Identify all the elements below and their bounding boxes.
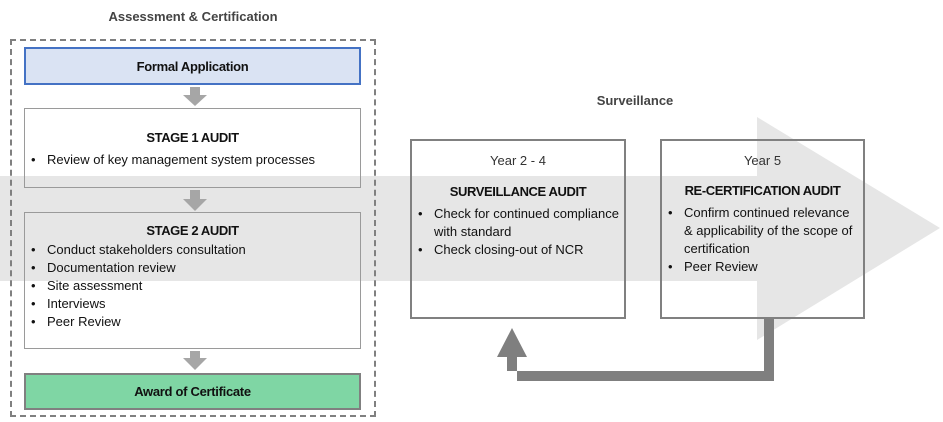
- list-item: Site assessment: [25, 277, 360, 295]
- assessment-frame: [10, 39, 376, 417]
- stage1-list: Review of key management system processe…: [25, 151, 360, 169]
- award-certificate-label: Award of Certificate: [134, 384, 251, 399]
- recertification-audit-title: RE-CERTIFICATION AUDIT: [684, 183, 841, 198]
- list-item: Interviews: [25, 295, 360, 313]
- recertification-audit-box: Year 5 RE-CERTIFICATION AUDIT Confirm co…: [660, 139, 865, 319]
- list-item: Check closing-out of NCR: [412, 241, 620, 259]
- list-item: Conduct stakeholders consultation: [25, 241, 360, 259]
- stage1-title: STAGE 1 AUDIT: [146, 130, 239, 145]
- list-item: Peer Review: [662, 258, 853, 276]
- connector-arrow-1: [183, 87, 207, 106]
- stage1-audit-box: STAGE 1 AUDIT Review of key management s…: [24, 108, 361, 188]
- stage2-title: STAGE 2 AUDIT: [146, 223, 239, 238]
- connector-arrow-2: [183, 190, 207, 211]
- list-item: Confirm continued relevance & applicabil…: [662, 204, 853, 258]
- recertification-period: Year 5: [743, 153, 782, 168]
- formal-application-label: Formal Application: [136, 58, 249, 74]
- list-item: Check for continued compliance with stan…: [412, 205, 620, 241]
- surveillance-audit-box: Year 2 - 4 SURVEILLANCE AUDIT Check for …: [410, 139, 626, 319]
- list-item: Peer Review: [25, 313, 360, 331]
- assessment-section-title: Assessment & Certification: [108, 9, 278, 24]
- surveillance-section-title: Surveillance: [596, 93, 674, 108]
- surveillance-audit-title: SURVEILLANCE AUDIT: [449, 184, 587, 199]
- stage2-list: Conduct stakeholders consultation Docume…: [25, 241, 360, 331]
- list-item: Review of key management system processe…: [25, 151, 360, 169]
- list-item: Documentation review: [25, 259, 360, 277]
- surveillance-audit-list: Check for continued compliance with stan…: [412, 205, 624, 259]
- surveillance-period: Year 2 - 4: [490, 153, 546, 168]
- connector-arrow-3: [183, 351, 207, 370]
- award-certificate-box: Award of Certificate: [24, 373, 361, 410]
- recertification-audit-list: Confirm continued relevance & applicabil…: [662, 204, 863, 276]
- formal-application-box: Formal Application: [24, 47, 361, 85]
- feedback-loop-arrow: [497, 319, 774, 381]
- stage2-audit-box: STAGE 2 AUDIT Conduct stakeholders consu…: [24, 212, 361, 349]
